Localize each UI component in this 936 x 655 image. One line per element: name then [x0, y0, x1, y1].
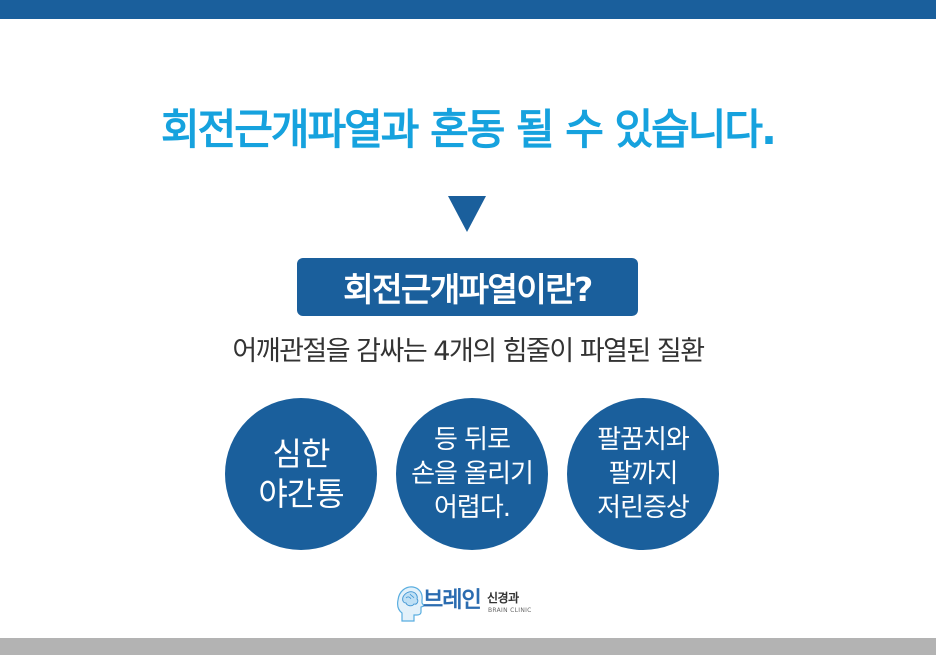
symptom-circle-arm-raise: 등 뒤로 손을 올리기 어렵다. — [396, 398, 548, 550]
definition-text: 어깨관절을 감싸는 4개의 힘줄이 파열된 질환 — [232, 336, 705, 367]
logo-subtitle: 신경과 — [487, 591, 519, 605]
clinic-logo: 브레인 신경과 BRAIN CLINIC — [396, 583, 546, 623]
logo-english-text: BRAIN CLINIC — [488, 607, 532, 614]
symptom-line: 저린증상 — [597, 493, 690, 523]
headline: 회전근개파열과 혼동 될 수 있습니다. — [160, 105, 777, 154]
symptom-line: 손을 올리기 — [411, 459, 534, 489]
down-arrow-icon — [448, 196, 486, 232]
symptom-line: 등 뒤로 — [433, 425, 511, 455]
symptom-circle-numbness: 팔꿈치와 팔까지 저린증상 — [567, 398, 719, 550]
bottom-bar — [0, 638, 936, 655]
symptom-line: 야간통 — [258, 475, 344, 513]
symptom-line: 팔꿈치와 — [597, 425, 690, 455]
logo-brand-text: 브레인 — [423, 588, 482, 613]
symptom-line: 심한 — [272, 435, 331, 473]
symptom-line: 어렵다. — [433, 493, 511, 523]
definition-title-badge: 회전근개파열이란? — [297, 258, 638, 316]
top-bar — [0, 0, 936, 19]
symptom-circle-night-pain: 심한 야간통 — [225, 398, 377, 550]
brain-head-icon — [397, 586, 424, 622]
symptom-line: 팔까지 — [608, 459, 679, 489]
